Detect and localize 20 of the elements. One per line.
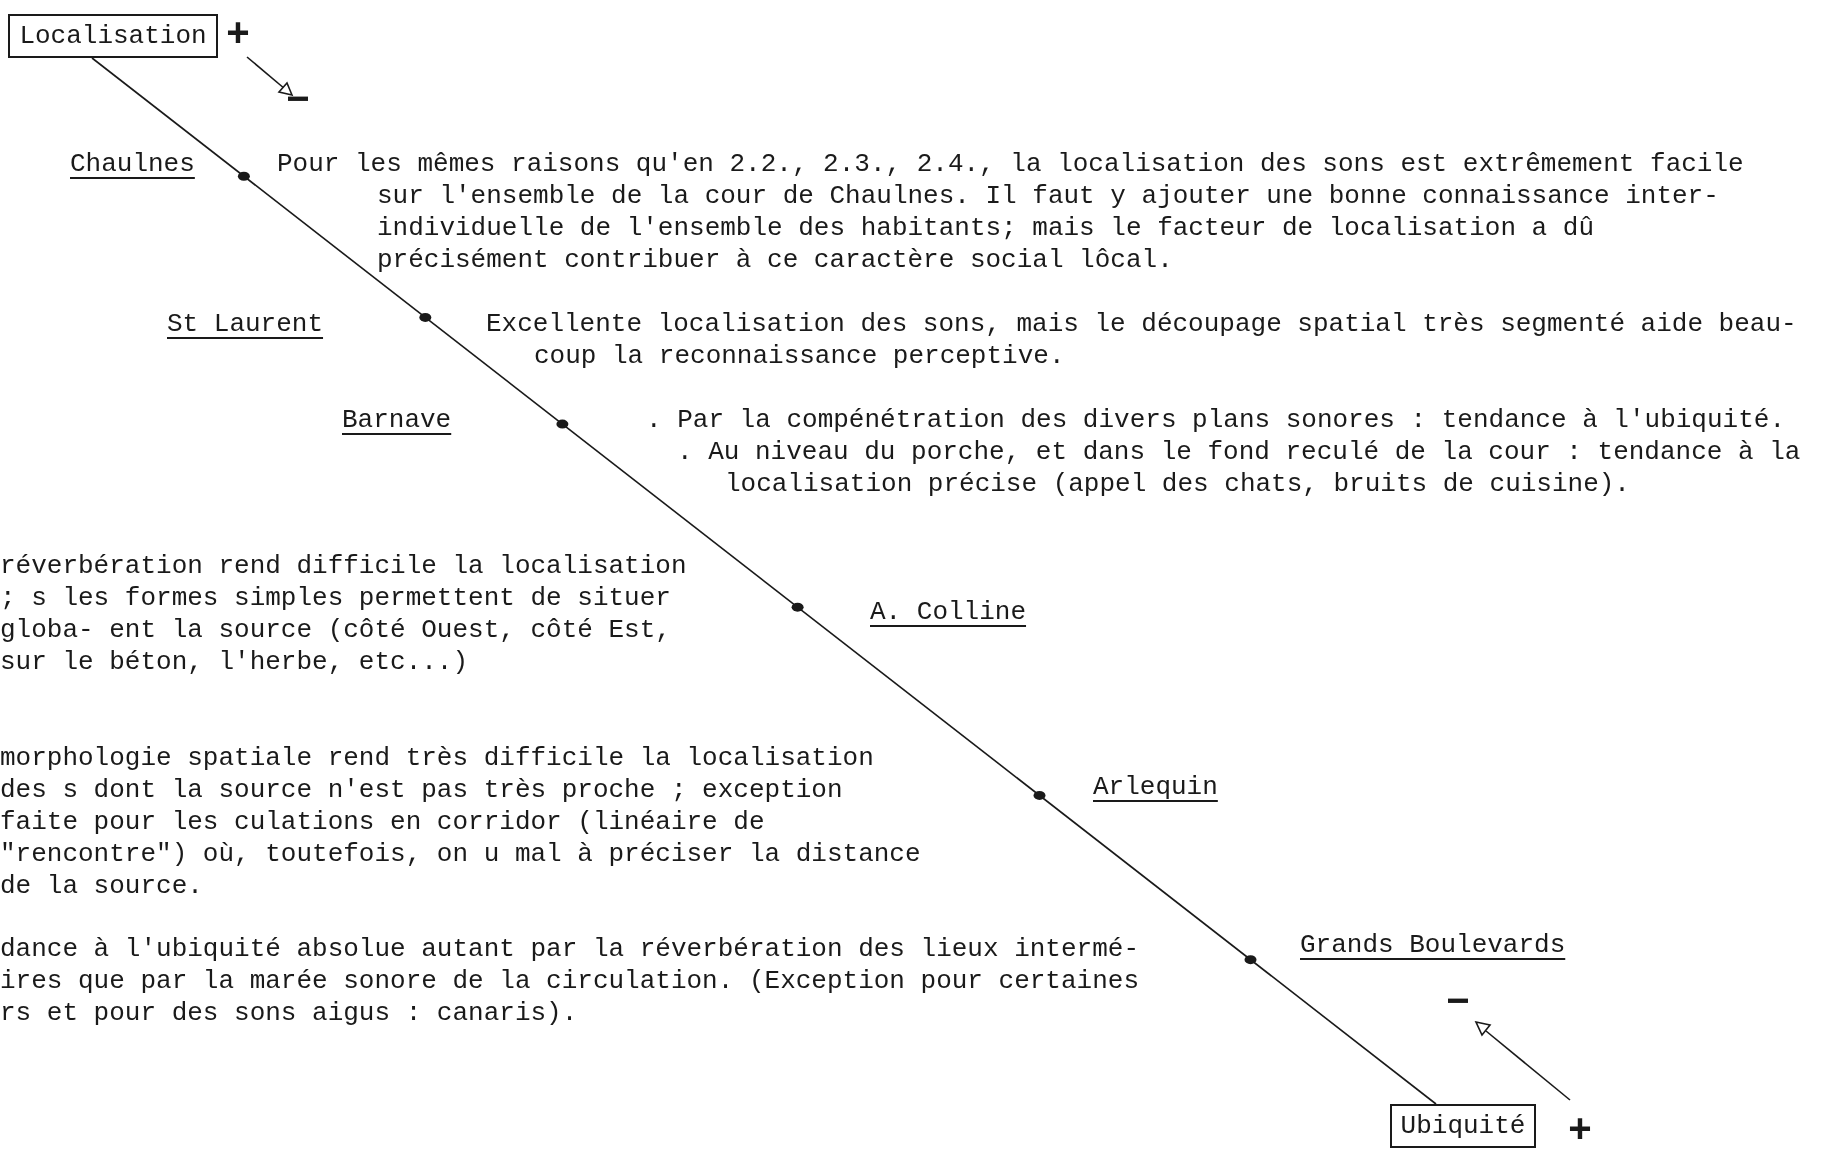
minus-sign: − bbox=[1446, 984, 1470, 1024]
description-text: Excellente localisation des sons, mais le découpage spatial très segmenté aide beau- coup la reconnaissance perceptive. bbox=[486, 308, 1798, 372]
minus-sign: − bbox=[286, 82, 310, 122]
place-name: Chaulnes bbox=[70, 148, 195, 180]
term-box: Ubiquité bbox=[1390, 1104, 1536, 1148]
description-text: réverbération rend difficile la localisation ; s les formes simples permettent de situer globa- ent la source (côté Ouest, côté Est, sur le béton, l'herbe, etc...) bbox=[0, 550, 688, 678]
description-text: dance à l'ubiquité absolue autant par la réverbération des lieux intermé- ires que par la marée sonore de la circulation. (Exception pour certaines rs et pour des sons aigus : canaris). bbox=[0, 933, 1140, 1029]
description-text: morphologie spatiale rend très difficile la localisation des s dont la source n'est pas très proche ; exception faite pour les culations en corridor (linéaire de "rencontre") où, toutefois, on u mal à préciser la distance de la source. bbox=[0, 742, 922, 902]
description-text: . Au niveau du porche, et dans le fond reculé de la cour : tendance à la localisation précise (appel des chats, bruits de cuisine). bbox=[677, 436, 1802, 500]
place-name: St Laurent bbox=[167, 308, 324, 340]
place-name: Grands Boulevards bbox=[1300, 929, 1566, 961]
plus-sign: + bbox=[226, 16, 250, 56]
term-box: Localisation bbox=[8, 14, 218, 58]
place-name: Arlequin bbox=[1093, 771, 1218, 803]
scale-line bbox=[91, 57, 1437, 1105]
description-text: . Par la compénétration des divers plans sonores : tendance à l'ubiquité. bbox=[646, 404, 1786, 436]
description-text: Pour les mêmes raisons qu'en 2.2., 2.3., 2.4., la localisation des sons est extrêmement facile sur l'ensemble de la cour de Chaulnes. Il faut y ajouter une bonne connaissance inter- individuelle de l'ensemble des habitants; mais le facteur de localisation a dû précisément contribuer à ce caractère social lôcal. bbox=[277, 148, 1745, 276]
place-name: Barnave bbox=[342, 404, 452, 436]
place-name: A. Colline bbox=[870, 596, 1027, 628]
plus-sign: + bbox=[1568, 1112, 1592, 1152]
